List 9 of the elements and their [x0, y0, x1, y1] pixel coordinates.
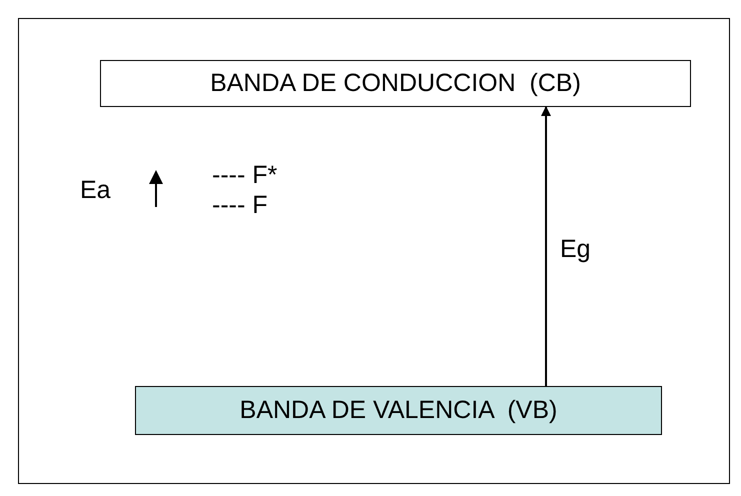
conduction-band-box [100, 60, 691, 107]
level-label: ---- F* [212, 163, 278, 188]
edge-label: Eg [560, 236, 591, 262]
band-label: BANDA DE VALENCIA (VB) [240, 396, 558, 425]
band-label: BANDA DE CONDUCCION (CB) [210, 69, 581, 98]
energy-label: Ea [80, 178, 111, 203]
valence-band-box [135, 386, 662, 435]
arrow [541, 106, 551, 386]
level-label: ---- F [212, 193, 268, 218]
